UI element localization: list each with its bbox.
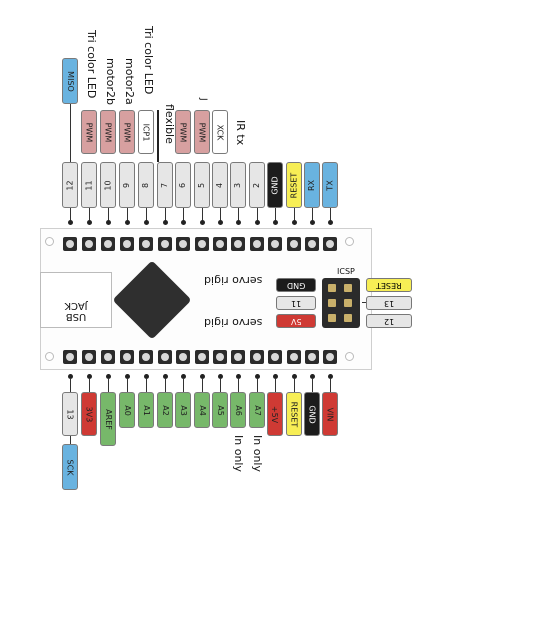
pin13-tag-side: 13 xyxy=(366,296,412,310)
pin-reset-top: RESET xyxy=(286,162,302,208)
header-pad-top xyxy=(250,237,264,251)
pin12-tag-side: 12 xyxy=(366,314,412,328)
mount-hole-bl xyxy=(45,352,54,361)
header-pad-top xyxy=(305,237,319,251)
pin-9-func-pwm: PWM xyxy=(119,110,135,154)
pin-a0: A0 xyxy=(119,392,135,428)
pin-gnd-bottom: GND xyxy=(304,392,320,436)
pin-a7: A7 xyxy=(249,392,265,428)
header-pad-bottom xyxy=(231,350,245,364)
servo-rigid-label-top: servo rigid xyxy=(204,274,263,287)
servo-rigid-label-bottom: servo rigid xyxy=(204,316,263,329)
pin-9-num: 9 xyxy=(119,162,135,208)
note-a6-in-only: In only xyxy=(232,435,245,472)
header-pad-top xyxy=(287,237,301,251)
pin-6-func-pwm: PWM xyxy=(175,110,191,154)
header-pad-bottom xyxy=(63,350,77,364)
pin11-tag-board: 11 xyxy=(276,296,316,310)
reset-tag-side: RESET xyxy=(366,278,412,292)
header-pad-bottom xyxy=(139,350,153,364)
header-pad-top xyxy=(63,237,77,251)
pin-a5: A5 xyxy=(212,392,228,428)
usb-jack xyxy=(40,272,112,328)
header-pad-top xyxy=(101,237,115,251)
pin-rx: RX xyxy=(304,162,320,208)
pin-10-func-pwm: PWM xyxy=(100,110,116,154)
header-pad-bottom xyxy=(195,350,209,364)
pin-a4: A4 xyxy=(194,392,210,428)
note-mark: J xyxy=(198,98,208,101)
header-pad-top xyxy=(195,237,209,251)
header-pad-top xyxy=(139,237,153,251)
header-pad-bottom xyxy=(82,350,96,364)
header-pad-bottom xyxy=(287,350,301,364)
v5-tag-board: 5V xyxy=(276,314,316,328)
header-pad-top xyxy=(231,237,245,251)
note-tri-color-led-1: Tri color LED xyxy=(85,30,98,99)
header-pad-top xyxy=(120,237,134,251)
pin-12-func-miso: MISO xyxy=(62,58,78,104)
pin-13-num: 13 xyxy=(62,392,78,436)
header-pad-bottom xyxy=(305,350,319,364)
pin-10-num: 10 xyxy=(100,162,116,208)
header-pad-bottom xyxy=(158,350,172,364)
pin-5-num: 5 xyxy=(194,162,210,208)
pin-tx: TX xyxy=(322,162,338,208)
pin-5-func-pwm: PWM xyxy=(194,110,210,154)
pin-11-num: 11 xyxy=(81,162,97,208)
pin-6-num: 6 xyxy=(175,162,191,208)
header-pad-bottom xyxy=(323,350,337,364)
header-pad-bottom xyxy=(120,350,134,364)
pin-a1: A1 xyxy=(138,392,154,428)
header-pad-bottom xyxy=(101,350,115,364)
header-pad-bottom xyxy=(250,350,264,364)
gnd-tag-board: GND xyxy=(276,278,316,292)
note-flexible: flexible xyxy=(163,104,176,144)
pin-vin: VIN xyxy=(322,392,338,436)
header-pad-bottom xyxy=(213,350,227,364)
note-motor2a: motor2a xyxy=(123,58,136,105)
pin-8-num: 8 xyxy=(138,162,154,208)
header-pad-bottom xyxy=(176,350,190,364)
pin-a2: A2 xyxy=(157,392,173,428)
header-pad-top xyxy=(213,237,227,251)
note-ir-tx: IR tx xyxy=(234,120,247,146)
header-pad-top xyxy=(82,237,96,251)
pin-13-func-sck: SCK xyxy=(62,444,78,490)
header-pad-bottom xyxy=(268,350,282,364)
pin-11-func-pwm: PWM xyxy=(81,110,97,154)
icsp-header xyxy=(322,278,360,328)
header-pad-top xyxy=(158,237,172,251)
pin-2-num: 2 xyxy=(249,162,265,208)
header-pad-top xyxy=(323,237,337,251)
usb-jack-label: USB JACK xyxy=(64,300,88,322)
pin-4-num: 4 xyxy=(212,162,228,208)
pin-3-num: 3 xyxy=(230,162,246,208)
note-motor2b: motor2b xyxy=(104,58,117,105)
pin-gnd-top: GND xyxy=(267,162,283,208)
pin-4-func-xck: XCK xyxy=(212,110,228,154)
note-tri-color-led-2: Tri color LED xyxy=(142,26,155,95)
mount-hole-tr xyxy=(345,237,354,246)
pin-a6: A6 xyxy=(230,392,246,428)
pin-12-num: 12 xyxy=(62,162,78,208)
pin-aref: AREF xyxy=(100,392,116,446)
pin-plus-5v: +5V xyxy=(267,392,283,436)
mount-hole-br xyxy=(345,352,354,361)
header-pad-top xyxy=(176,237,190,251)
mount-hole-tl xyxy=(45,237,54,246)
note-a7-in-only: In only xyxy=(251,435,264,472)
header-pad-top xyxy=(268,237,282,251)
pin-3v3: 3V3 xyxy=(81,392,97,436)
pin-7-num: 7 xyxy=(157,162,173,208)
pin-reset-bottom: RESET xyxy=(286,392,302,436)
pin-a3: A3 xyxy=(175,392,191,428)
pin-8-func-icp1: ICP1 xyxy=(138,110,154,154)
icsp-label: ICSP xyxy=(337,267,355,276)
